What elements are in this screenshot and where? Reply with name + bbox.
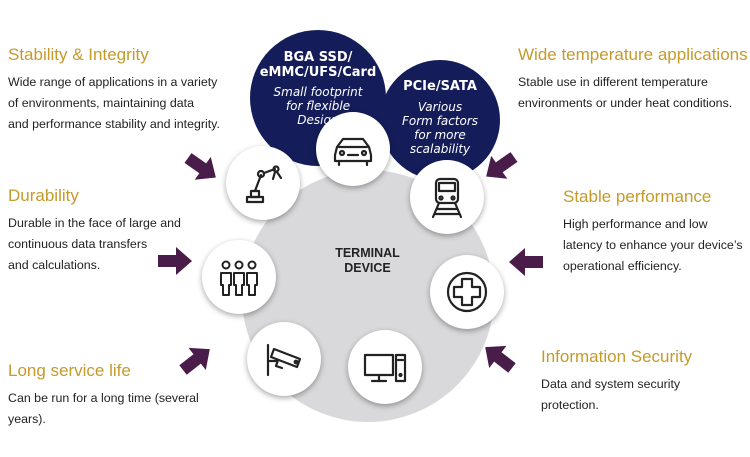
train-icon xyxy=(431,177,463,219)
product-pcie-circle: PCIe/SATA Various Form factors for more … xyxy=(380,60,500,180)
node-computer xyxy=(348,330,422,404)
people-icon xyxy=(220,260,258,296)
arrow-wide-temp xyxy=(486,152,518,179)
car-icon xyxy=(333,137,373,167)
node-people xyxy=(202,240,276,314)
feature-body: Wide range of applications in a variety … xyxy=(8,75,220,131)
feature-security: Information Security Data and system sec… xyxy=(541,347,692,416)
feature-body: Stable use in different temperature envi… xyxy=(518,75,733,110)
medical-cross-icon xyxy=(446,271,488,313)
robot-arm-icon xyxy=(245,165,283,204)
node-car xyxy=(316,112,390,186)
product-bga-subtitle: Small footprint for flexible Design xyxy=(273,85,363,127)
arrow-durability xyxy=(158,247,192,275)
product-pcie-title: PCIe/SATA xyxy=(403,79,477,94)
feature-stability: Stability & Integrity Wide range of appl… xyxy=(8,45,220,135)
feature-body: Can be run for a long time (several year… xyxy=(8,391,199,426)
feature-title: Durability xyxy=(8,186,79,205)
product-pcie-subtitle: Various Form factors for more scalabilit… xyxy=(401,100,479,156)
terminal-device-label: TERMINAL DEVICE xyxy=(335,246,400,275)
feature-title: Stable performance xyxy=(563,187,712,206)
arrow-performance xyxy=(509,248,543,276)
product-bga-title: BGA SSD/ eMMC/UFS/Card xyxy=(259,50,377,80)
arrow-stability xyxy=(184,153,216,180)
arrow-security xyxy=(485,345,516,373)
feature-title: Information Security xyxy=(541,347,693,366)
feature-long-life: Long service life Can be run for a long … xyxy=(8,361,199,430)
computer-icon xyxy=(363,353,407,383)
feature-performance: Stable performance High performance and … xyxy=(563,187,743,277)
feature-title: Wide temperature applications xyxy=(518,45,748,64)
node-camera xyxy=(247,322,321,396)
feature-durability: Durability Durable in the face of large … xyxy=(8,186,181,276)
feature-wide-temp: Wide temperature applications Stable use… xyxy=(518,45,748,114)
surveillance-camera-icon xyxy=(266,343,302,377)
node-train xyxy=(410,160,484,234)
feature-body: Data and system security protection. xyxy=(541,377,681,412)
feature-body: High performance and low latency to enha… xyxy=(563,217,743,273)
feature-title: Long service life xyxy=(8,361,131,380)
node-robot-arm xyxy=(226,146,300,220)
arrow-long-life xyxy=(179,347,210,375)
feature-title: Stability & Integrity xyxy=(8,45,149,64)
feature-body: Durable in the face of large and continu… xyxy=(8,216,181,272)
node-medical xyxy=(430,255,504,329)
